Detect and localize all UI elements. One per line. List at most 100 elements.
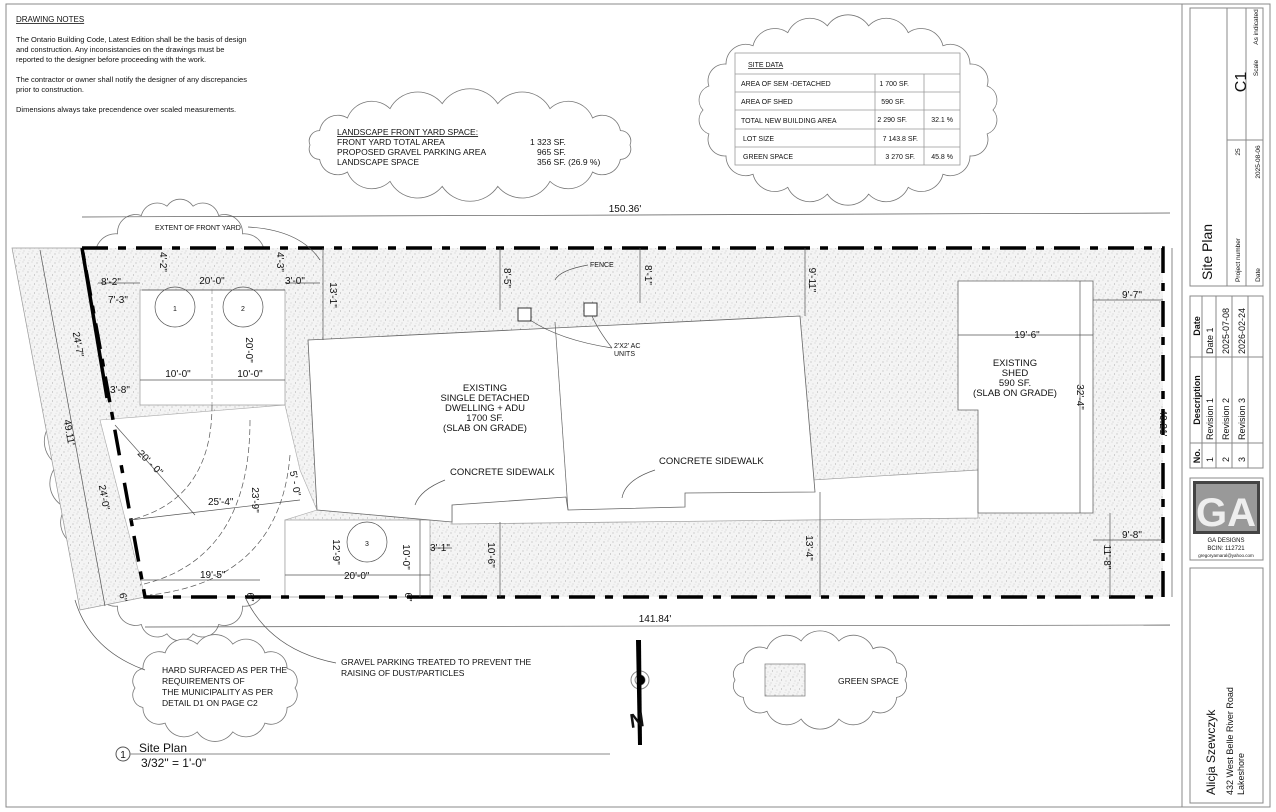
note-line: prior to construction. (16, 85, 84, 94)
dim-label: 23'-9" (249, 487, 260, 513)
dim-label: 10'-0" (165, 369, 191, 380)
dim-label: 8'-1" (642, 265, 653, 285)
site-plan: 1 2 3 150.36' 141.84' (11, 204, 1173, 628)
shed-text: SHED (1002, 368, 1029, 379)
rev-description: Revision 1 (1205, 398, 1215, 440)
dim-label: 6" (116, 592, 128, 603)
site-data-label: AREA OF SEM -DETACHED (741, 81, 831, 88)
dim-label: 6" (244, 592, 255, 602)
north-arrow-icon: N (628, 640, 650, 745)
parking-space-number: 1 (173, 306, 177, 313)
fence-label: FENCE (590, 262, 614, 269)
scale-label: Scale (1253, 59, 1260, 76)
dim-label: 25'-4" (208, 497, 234, 508)
site-data-pct: 45.8 % (931, 154, 953, 161)
rev-header-date: Date (1192, 316, 1202, 336)
dim-label: 11'-8" (1101, 545, 1112, 570)
landscape-value: 965 SF. (537, 147, 566, 157)
title-block: C1 Scale As indicated Site Plan Project … (1189, 7, 1264, 804)
date-label: Date (1255, 268, 1262, 282)
notes-title: DRAWING NOTES (16, 15, 84, 24)
dim-label: 13'-1" (327, 282, 338, 308)
site-data-value: 7 143.8 SF. (883, 136, 918, 143)
rev-header-description: Description (1192, 375, 1202, 425)
landscape-value: 356 SF. (26.9 %) (537, 157, 600, 167)
rev-date: Date 1 (1205, 327, 1215, 354)
firm-email: gregoryamaral@yahoo.com (1198, 553, 1254, 558)
sheet-number: C1 (1233, 72, 1250, 93)
dim-label: 19'-5" (200, 570, 226, 581)
existing-shed (957, 280, 1094, 514)
dim-label: 12'-9" (330, 539, 341, 565)
rev-no: 3 (1237, 457, 1247, 462)
dim-label: 20'-0" (344, 571, 370, 582)
shed-text: EXISTING (993, 358, 1037, 369)
parking-space-number: 2 (241, 306, 245, 313)
dim-label: 4'-3" (274, 252, 285, 272)
landscape-label: FRONT YARD TOTAL AREA (337, 137, 445, 147)
title-block-border (1181, 3, 1271, 808)
sidewalk-label: CONCRETE SIDEWALK (450, 467, 555, 478)
dwelling-text: DWELLING + ADU (445, 403, 525, 414)
note-text: DETAIL D1 ON PAGE C2 (162, 698, 258, 708)
note-text: GRAVEL PARKING TREATED TO PREVENT THE (341, 657, 532, 667)
hard-surfaced-note-cloud (132, 634, 298, 742)
parking-space-marker (154, 286, 196, 328)
dim-label: 24'-7" (70, 331, 85, 358)
dim-label: 9'-11" (806, 268, 817, 293)
gravel-parking-note: GRAVEL PARKING TREATED TO PREVENT THE RA… (341, 657, 532, 678)
dim-label: 5' - 0" (287, 470, 302, 497)
scale-value: As indicated (1253, 9, 1260, 45)
rev-no: 2 (1221, 457, 1231, 462)
dwelling-text: SINGLE DETACHED (440, 393, 529, 404)
client-name: Alicja Szewczyk (1204, 709, 1218, 795)
rev-header-no: No. (1192, 449, 1202, 464)
site-data-text: SITE DATA AREA OF SEM -DETACHED 1 700 SF… (741, 62, 953, 161)
hard-surfaced-note: HARD SURFACED AS PER THE REQUIREMENTS OF… (162, 665, 287, 708)
parking-space-marker (222, 286, 264, 328)
sheet-name: Site Plan (1199, 224, 1215, 280)
ga-designs-logo: GA (1193, 481, 1260, 535)
landscape-title: LANDSCAPE FRONT YARD SPACE: (337, 127, 478, 137)
note-line: and construction. Any inconsistancies on… (16, 45, 224, 54)
dim-label: 3'-8" (110, 385, 130, 396)
dwelling-text: EXISTING (463, 383, 507, 394)
dim-label: 3'-1" (430, 543, 450, 554)
note-text: RAISING OF DUST/PARTICLES (341, 668, 465, 678)
site-data-value: 590 SF. (881, 99, 905, 106)
north-label: N (628, 709, 645, 733)
dim-label: 10'-6" (485, 542, 496, 568)
firm-bcin: BCIN: 112721 (1207, 546, 1245, 552)
date-value: 2025-08-06 (1255, 145, 1262, 179)
logo-lettering: GA (1196, 491, 1256, 535)
shed-text: (SLAB ON GRADE) (973, 388, 1057, 399)
ac-units-label: UNITS (614, 351, 635, 358)
ac-unit (517, 307, 532, 322)
note-text: THE MUNICIPALITY AS PER (162, 687, 273, 697)
project-number: 25 (1235, 148, 1242, 156)
dim-bottom: 141.84' (639, 614, 672, 625)
extent-front-yard-label: EXTENT OF FRONT YARD (155, 225, 241, 232)
dim-label: 13'-4" (803, 535, 814, 561)
dim-label: 6" (402, 592, 413, 602)
rev-description: Revision 2 (1221, 398, 1231, 440)
landscape-front-yard-note: LANDSCAPE FRONT YARD SPACE: FRONT YARD T… (337, 127, 600, 167)
rev-no: 1 (1205, 457, 1215, 462)
shed-text: 590 SF. (999, 378, 1031, 389)
dim-label: 4'-2" (157, 252, 168, 272)
site-data-title: SITE DATA (748, 62, 783, 69)
dwelling-text: (SLAB ON GRADE) (443, 423, 527, 434)
rev-description: Revision 3 (1237, 398, 1247, 440)
note-line: Dimensions always take precendence over … (16, 105, 236, 114)
driveway (99, 404, 318, 598)
note-line: reported to the designer before proceedi… (16, 55, 206, 64)
parking-space-area (139, 289, 286, 406)
landscape-label: PROPOSED GRAVEL PARKING AREA (337, 147, 486, 157)
dim-label: 20'-0" (199, 276, 225, 287)
dim-label: 10'-0" (237, 369, 263, 380)
site-data-label: GREEN SPACE (743, 154, 793, 161)
green-space-label: GREEN SPACE (838, 676, 899, 686)
view-name: Site Plan (139, 741, 187, 755)
rev-date: 2025-07-08 (1221, 308, 1231, 354)
